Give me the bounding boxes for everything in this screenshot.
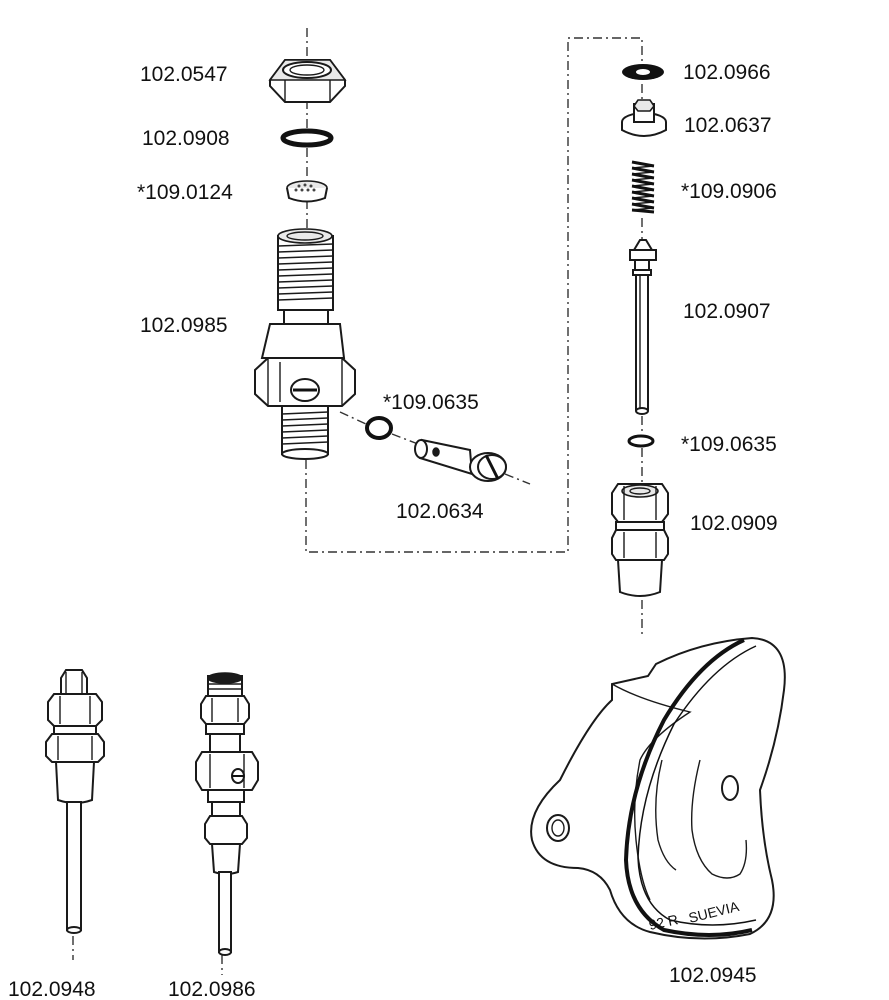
fitting-a-part	[45, 669, 105, 934]
label-needle: 102.0907	[683, 300, 771, 323]
hex-nut-part	[268, 59, 347, 103]
o-ring-side-part	[365, 416, 393, 440]
housing-part	[611, 483, 669, 597]
label-ring-top: 102.0908	[142, 127, 230, 150]
part-labels: 102.0547 102.0908 *109.0124 102.0985 *10…	[8, 61, 778, 1000]
label-housing: 102.0909	[690, 512, 778, 535]
label-cap: 102.0637	[684, 114, 772, 137]
cap-part	[621, 99, 667, 137]
label-nut: 102.0547	[140, 63, 228, 86]
ring-part-top	[280, 128, 334, 148]
label-handle: 102.0945	[669, 964, 757, 987]
label-fitting-b: 102.0986	[168, 978, 256, 1000]
fitting-b-part	[195, 672, 259, 956]
needle-part	[629, 239, 657, 415]
label-o-ring-side: *109.0635	[383, 391, 479, 414]
label-body: 102.0985	[140, 314, 228, 337]
valve-body-part	[254, 228, 356, 460]
assembly-guide-lines	[72, 28, 643, 975]
label-banjo-bolt: 102.0634	[396, 500, 484, 523]
label-o-ring-lower: *109.0635	[681, 433, 777, 456]
handle-size-stamp: 92 R	[647, 911, 679, 933]
washer-top-part	[622, 64, 664, 80]
label-spring: *109.0906	[681, 180, 777, 203]
label-washer-top: 102.0966	[683, 61, 771, 84]
o-ring-lower-part	[627, 434, 655, 448]
label-fitting-a: 102.0948	[8, 978, 96, 1000]
label-filter: *109.0124	[137, 181, 233, 204]
spring-part	[631, 160, 655, 214]
handle-part: 92 R SUEVIA	[530, 636, 786, 940]
banjo-bolt-part	[414, 438, 507, 482]
filter-part	[286, 180, 328, 203]
